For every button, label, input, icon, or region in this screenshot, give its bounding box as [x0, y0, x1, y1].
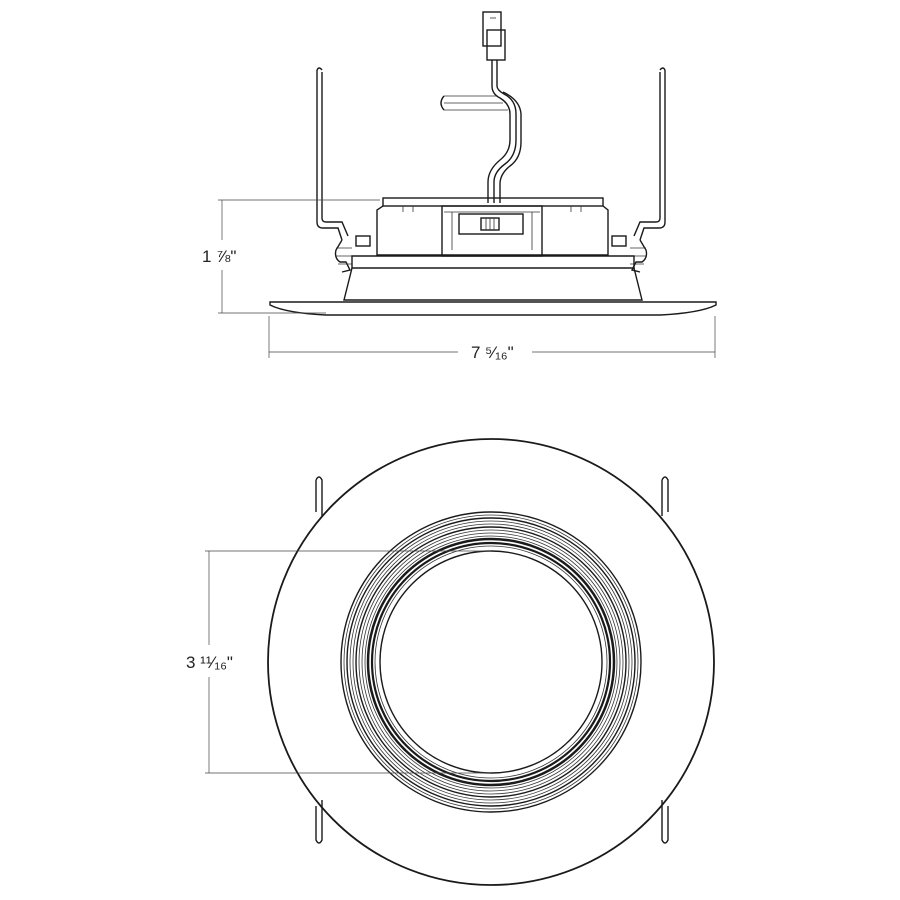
- outer-trim-circle: [267, 438, 715, 886]
- width-dimension: 7 ⁵⁄₁₆": [268, 316, 716, 362]
- front-view: 3 ¹¹⁄₁₆": [186, 438, 715, 886]
- width-label: 7 ⁵⁄₁₆": [471, 343, 514, 362]
- front-left-clip: [315, 476, 323, 844]
- reflector-rings: [340, 511, 642, 813]
- connector-plug: [482, 11, 506, 70]
- side-view: 1 ⅞" 7 ⁵⁄₁₆": [202, 11, 717, 362]
- height-dimension: 1 ⅞": [202, 199, 380, 314]
- wire-harness: [440, 70, 522, 203]
- right-mounting-clip: [611, 67, 666, 273]
- trim-flange: [269, 301, 717, 316]
- aperture-label: 3 ¹¹⁄₁₆": [186, 653, 233, 672]
- front-right-clip: [661, 476, 669, 844]
- driver-housing: [343, 197, 643, 301]
- lens-circle: [379, 550, 603, 774]
- height-label: 1 ⅞": [202, 247, 236, 266]
- left-mounting-clip: [316, 67, 371, 273]
- aperture-dimension: 3 ¹¹⁄₁₆": [186, 550, 491, 774]
